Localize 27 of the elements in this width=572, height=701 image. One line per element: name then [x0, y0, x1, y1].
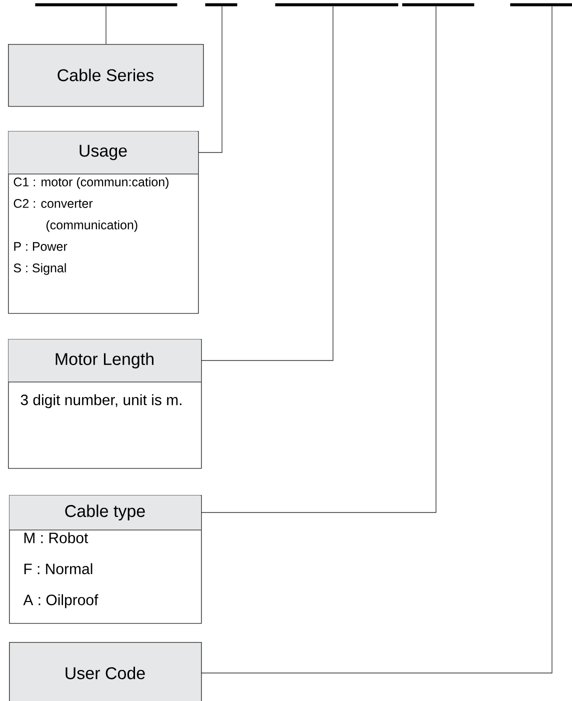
- option-text: M : Robot: [24, 532, 88, 544]
- bar: [35, 3, 178, 6]
- connector-line: [201, 6, 334, 361]
- option-text: C1 : motor (commun:cation): [14, 177, 168, 189]
- box-heading: Cable type: [65, 504, 145, 520]
- option-text: F : Normal: [24, 563, 92, 574]
- connector-line: [201, 6, 552, 674]
- spec-box: [9, 642, 202, 701]
- option-text: S : Signal: [14, 263, 66, 275]
- spec-box: [8, 339, 202, 469]
- bar: [510, 3, 572, 6]
- spec-box: [8, 495, 202, 624]
- option-text: C2 : converter (communication): [14, 199, 138, 232]
- option-text: P : Power: [14, 242, 68, 251]
- box-heading: Cable Series: [58, 68, 154, 82]
- box-heading: User Code: [66, 666, 145, 680]
- spec-box: [8, 44, 204, 107]
- option-text: A : Oilproof: [23, 594, 98, 608]
- description-text: 3 digit number, unit is m.: [20, 394, 182, 408]
- spec-box: [8, 131, 199, 314]
- bar: [275, 3, 398, 6]
- box-heading: Motor Length: [56, 352, 154, 368]
- box-heading: Usage: [80, 144, 127, 160]
- connector-line: [198, 6, 222, 153]
- bar: [205, 3, 238, 6]
- connector-line: [201, 6, 436, 513]
- bar: [402, 3, 474, 6]
